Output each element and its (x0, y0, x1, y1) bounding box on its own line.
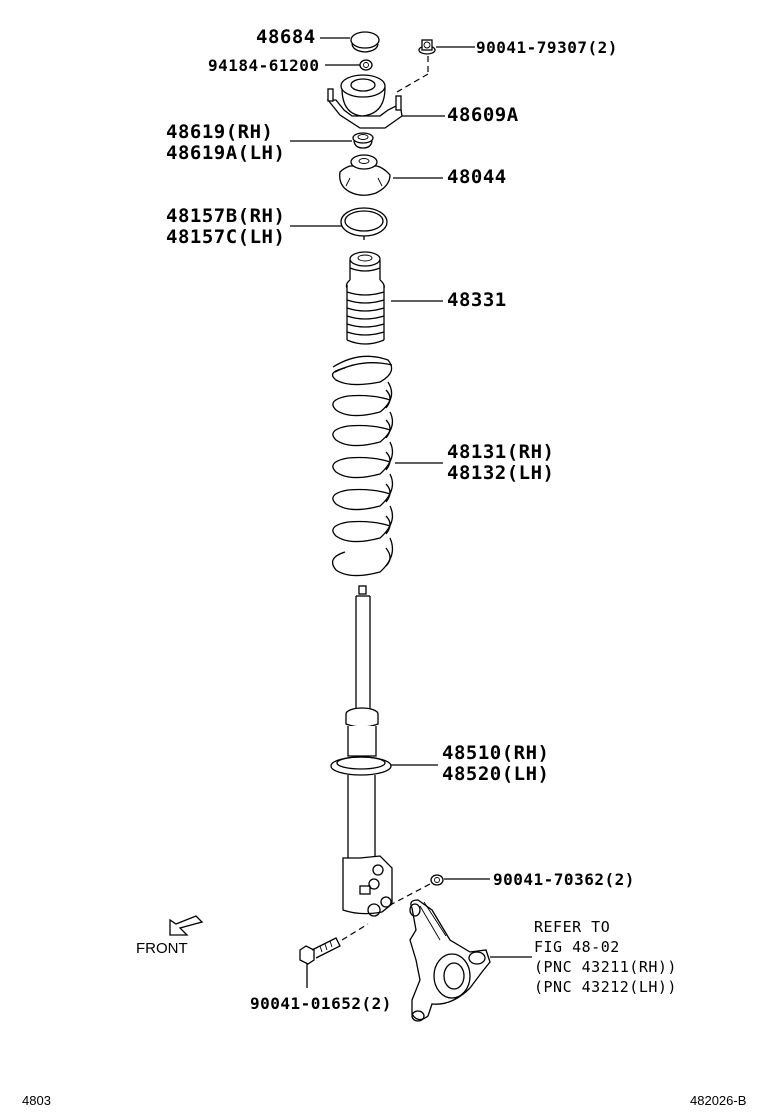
label-48609A: 48609A (447, 104, 519, 126)
label-94184-61200: 94184-61200 (208, 56, 320, 75)
coil-spring-48131 (331, 355, 394, 577)
nut-90041-70362 (391, 874, 444, 905)
label-48131-rh: 48131(RH) (447, 441, 555, 463)
label-knuckle-line1: REFER TO (534, 918, 611, 936)
label-48331: 48331 (447, 289, 507, 311)
bumper-48331 (345, 251, 385, 345)
spring-seat-48044 (339, 154, 391, 196)
label-48157C-lh: 48157C(LH) (166, 226, 286, 248)
label-knuckle-line4: (PNC 43212(LH)) (534, 978, 677, 996)
label-knuckle-line2: FIG 48-02 (534, 938, 620, 956)
bearing-48619 (352, 132, 374, 149)
label-48619-rh: 48619(RH) (166, 121, 274, 143)
support-48609A (326, 74, 403, 129)
label-48157B-rh: 48157B(RH) (166, 205, 286, 227)
bolt-90041-79307 (396, 39, 436, 93)
label-90041-79307: 90041-79307(2) (476, 38, 618, 57)
label-90041-70362: 90041-70362(2) (493, 870, 635, 889)
label-48619A-lh: 48619A(LH) (166, 142, 286, 164)
steering-knuckle (409, 899, 491, 1022)
cap-48684 (350, 31, 380, 53)
label-48520-lh: 48520(LH) (442, 763, 550, 785)
footer-right-code: 482026-B (690, 1093, 747, 1108)
nut-94184-61200 (325, 59, 373, 71)
label-48044: 48044 (447, 166, 507, 188)
insulator-48157 (340, 207, 388, 240)
bolt-90041-01652 (299, 923, 369, 965)
footer-left-code: 4803 (22, 1093, 51, 1108)
leader-lines (290, 37, 532, 988)
label-90041-01652: 90041-01652(2) (250, 994, 392, 1013)
front-label: FRONT (136, 940, 188, 957)
label-knuckle-line3: (PNC 43211(RH)) (534, 958, 677, 976)
arrow-down-left-icon (169, 915, 204, 936)
label-48510-rh: 48510(RH) (442, 742, 550, 764)
shock-absorber-48510 (330, 585, 393, 917)
label-48132-lh: 48132(LH) (447, 462, 555, 484)
label-48684: 48684 (256, 26, 316, 48)
